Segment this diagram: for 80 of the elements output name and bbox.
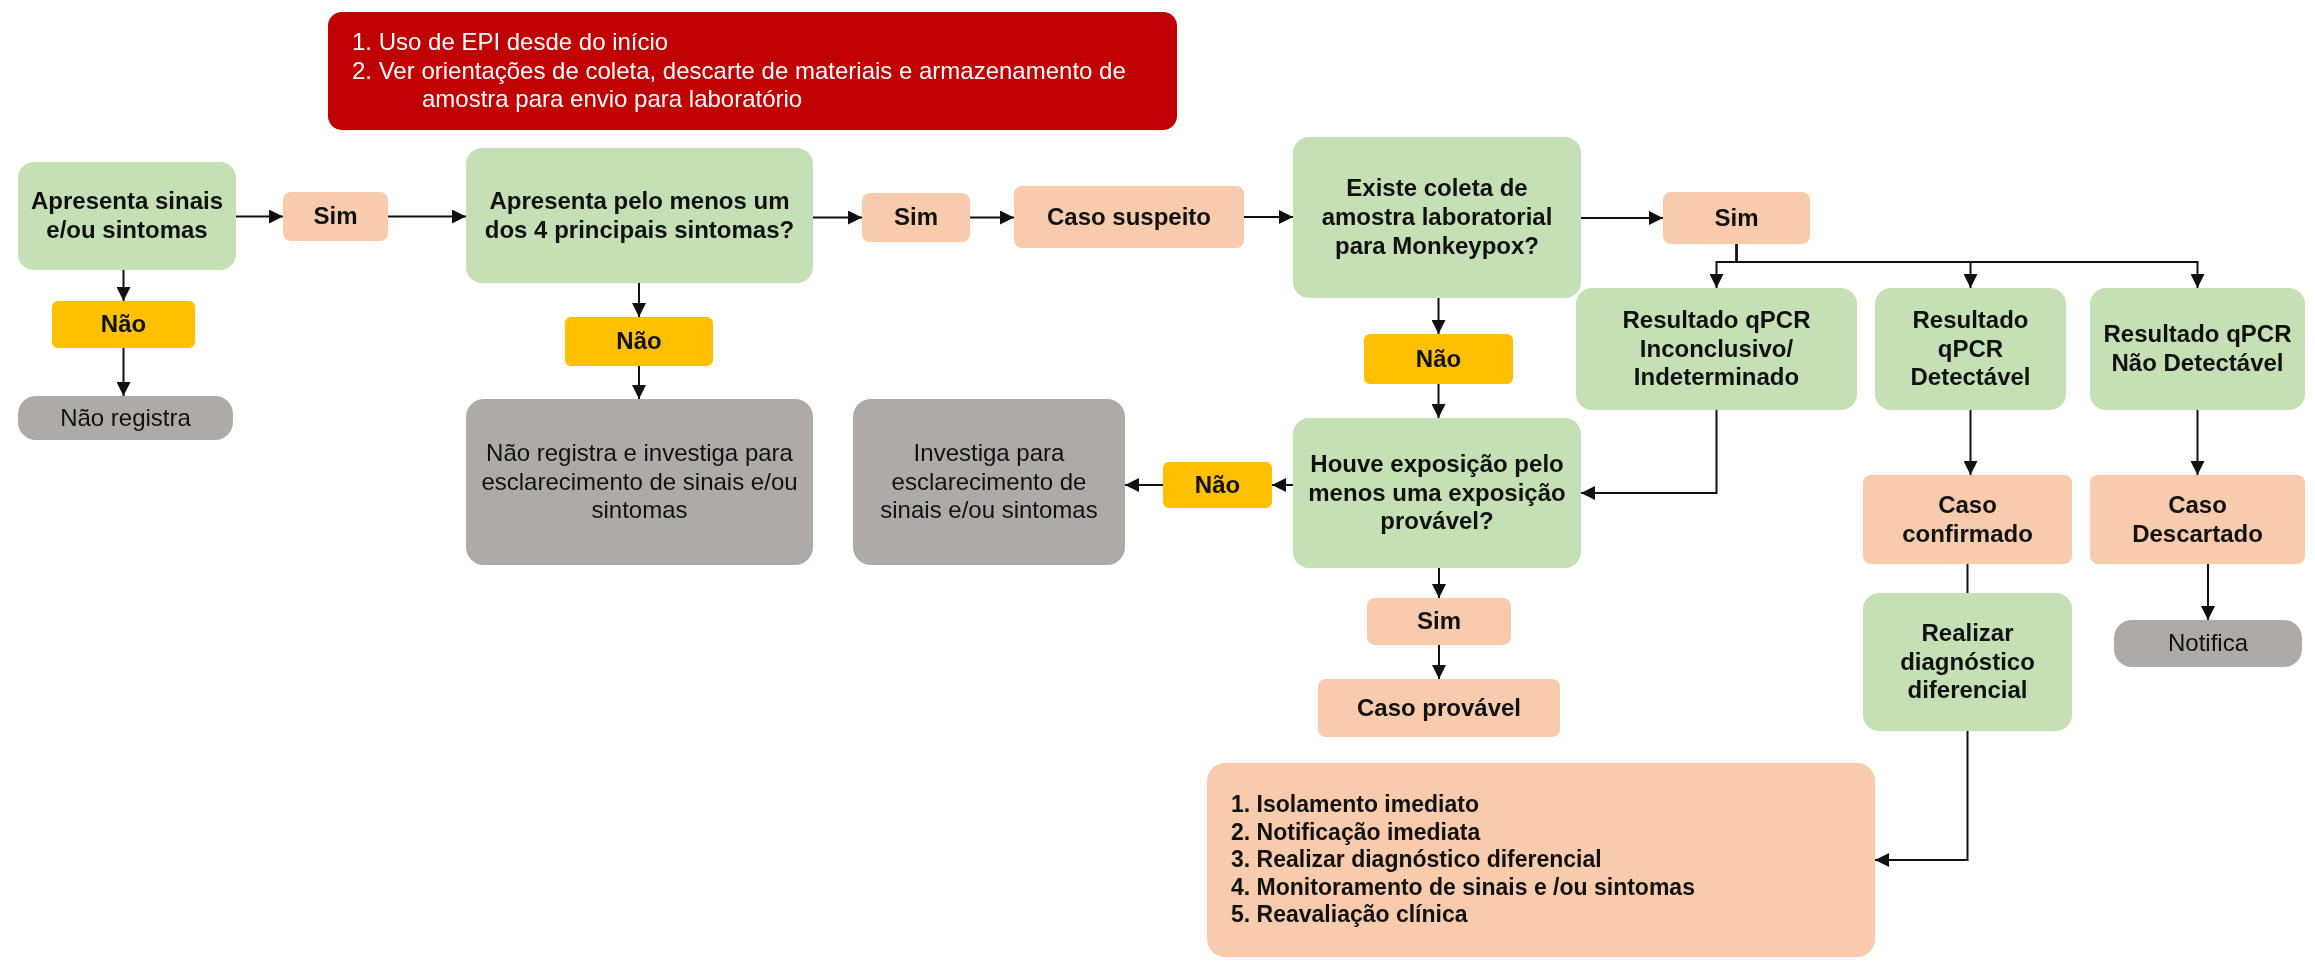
list-item: 1. Isolamento imediato bbox=[1231, 791, 1479, 819]
list-item: 2. Ver orientações de coleta, descarte de materiais e armazenamento de amostra para envio para laboratório bbox=[352, 56, 1127, 115]
outcome-box bbox=[18, 396, 233, 440]
arrow bbox=[1735, 243, 2205, 289]
arrow bbox=[632, 282, 646, 318]
node-text: Apresenta pelo menos um dos 4 principais sintomas? bbox=[483, 186, 796, 245]
arrow bbox=[1580, 409, 1718, 500]
arrow bbox=[1432, 567, 1446, 599]
answer-box bbox=[1163, 462, 1272, 508]
arrow bbox=[1431, 383, 1446, 419]
node-text: Sim bbox=[894, 203, 938, 232]
process-box bbox=[1293, 137, 1581, 298]
node-text: Notifica bbox=[2168, 629, 2248, 658]
node-text: Não bbox=[616, 327, 662, 356]
node-text: Caso suspeito bbox=[1046, 202, 1211, 232]
process-box bbox=[1863, 593, 2072, 731]
note-box bbox=[328, 12, 1177, 130]
node-text: Não bbox=[100, 310, 147, 339]
node-text: Resultado qPCR Detectável bbox=[1909, 305, 2032, 393]
status-box bbox=[1367, 598, 1511, 645]
node-text: Não registra bbox=[60, 403, 191, 433]
arrow bbox=[2201, 563, 2215, 621]
list-item: 3. Realizar diagnóstico diferencial bbox=[1231, 846, 1602, 874]
node-text: Existe coleta de amostra laboratorial para Monkeypox? bbox=[1320, 174, 1554, 261]
node-text: Investiga para esclarecimento de sinais e/ou sintomas bbox=[879, 438, 1099, 526]
node-text: Não registra e investiga para esclarecimento de sinais e/ou sintomas bbox=[480, 438, 799, 526]
process-box bbox=[18, 162, 236, 270]
node-text: Caso confirmado bbox=[1901, 490, 2034, 549]
node-text: Resultado qPCR Inconclusivo/ Indeterminado bbox=[1621, 305, 1812, 393]
arrow bbox=[632, 365, 646, 400]
arrow bbox=[1124, 478, 1164, 492]
node-text: Sim bbox=[313, 202, 358, 231]
node-text: Resultado qPCR Não Detectável bbox=[2102, 320, 2293, 378]
node-text: Não bbox=[1415, 344, 1462, 374]
status-box bbox=[283, 192, 388, 241]
connector-line bbox=[1966, 563, 1969, 594]
list-item: 5. Reavaliação clínica bbox=[1231, 901, 1468, 929]
status-box bbox=[2090, 475, 2305, 564]
node-text: Realizar diagnóstico diferencial bbox=[1899, 618, 2036, 706]
node-text: Sim bbox=[1714, 203, 1759, 233]
arrow bbox=[1963, 409, 1978, 476]
process-box bbox=[466, 148, 813, 283]
outcome-box bbox=[2114, 620, 2302, 667]
status-box bbox=[1318, 679, 1560, 737]
status-box bbox=[1663, 192, 1810, 244]
answer-box bbox=[52, 301, 195, 348]
arrow bbox=[1432, 644, 1446, 680]
node-text: Sim bbox=[1417, 607, 1461, 636]
arrow bbox=[116, 269, 131, 302]
list-item: 1. Uso de EPI desde do início bbox=[352, 27, 669, 57]
node-text: Não bbox=[1194, 470, 1241, 500]
arrow bbox=[1431, 297, 1446, 335]
arrow bbox=[387, 209, 467, 224]
process-box bbox=[1875, 288, 2066, 410]
arrow bbox=[116, 347, 131, 397]
arrow bbox=[1243, 210, 1294, 224]
process-box bbox=[2090, 288, 2305, 410]
arrow bbox=[1580, 211, 1664, 225]
node-text: Caso Descartado bbox=[2131, 490, 2264, 549]
action-list-box bbox=[1207, 763, 1875, 957]
arrow bbox=[2190, 409, 2205, 476]
answer-box bbox=[565, 317, 713, 366]
outcome-box bbox=[853, 399, 1125, 565]
arrow bbox=[1271, 478, 1294, 492]
node-text: Apresenta sinais e/ou sintomas bbox=[29, 187, 225, 245]
node-text: Houve exposição pelo menos uma exposição provável? bbox=[1307, 449, 1567, 537]
status-box bbox=[1014, 186, 1244, 248]
arrow bbox=[812, 210, 863, 225]
node-text: Caso provável bbox=[1356, 693, 1522, 723]
outcome-box bbox=[466, 399, 813, 565]
list-item: 4. Monitoramento de sinais e /ou sintomas bbox=[1231, 873, 1695, 902]
status-box bbox=[862, 193, 970, 242]
arrow bbox=[235, 209, 284, 224]
process-box bbox=[1576, 288, 1857, 410]
status-box bbox=[1863, 475, 2072, 564]
arrow bbox=[969, 210, 1015, 225]
process-box bbox=[1293, 418, 1581, 568]
answer-box bbox=[1364, 334, 1513, 384]
arrow bbox=[1874, 730, 1969, 867]
list-item: 2. Notificação imediata bbox=[1231, 818, 1481, 847]
